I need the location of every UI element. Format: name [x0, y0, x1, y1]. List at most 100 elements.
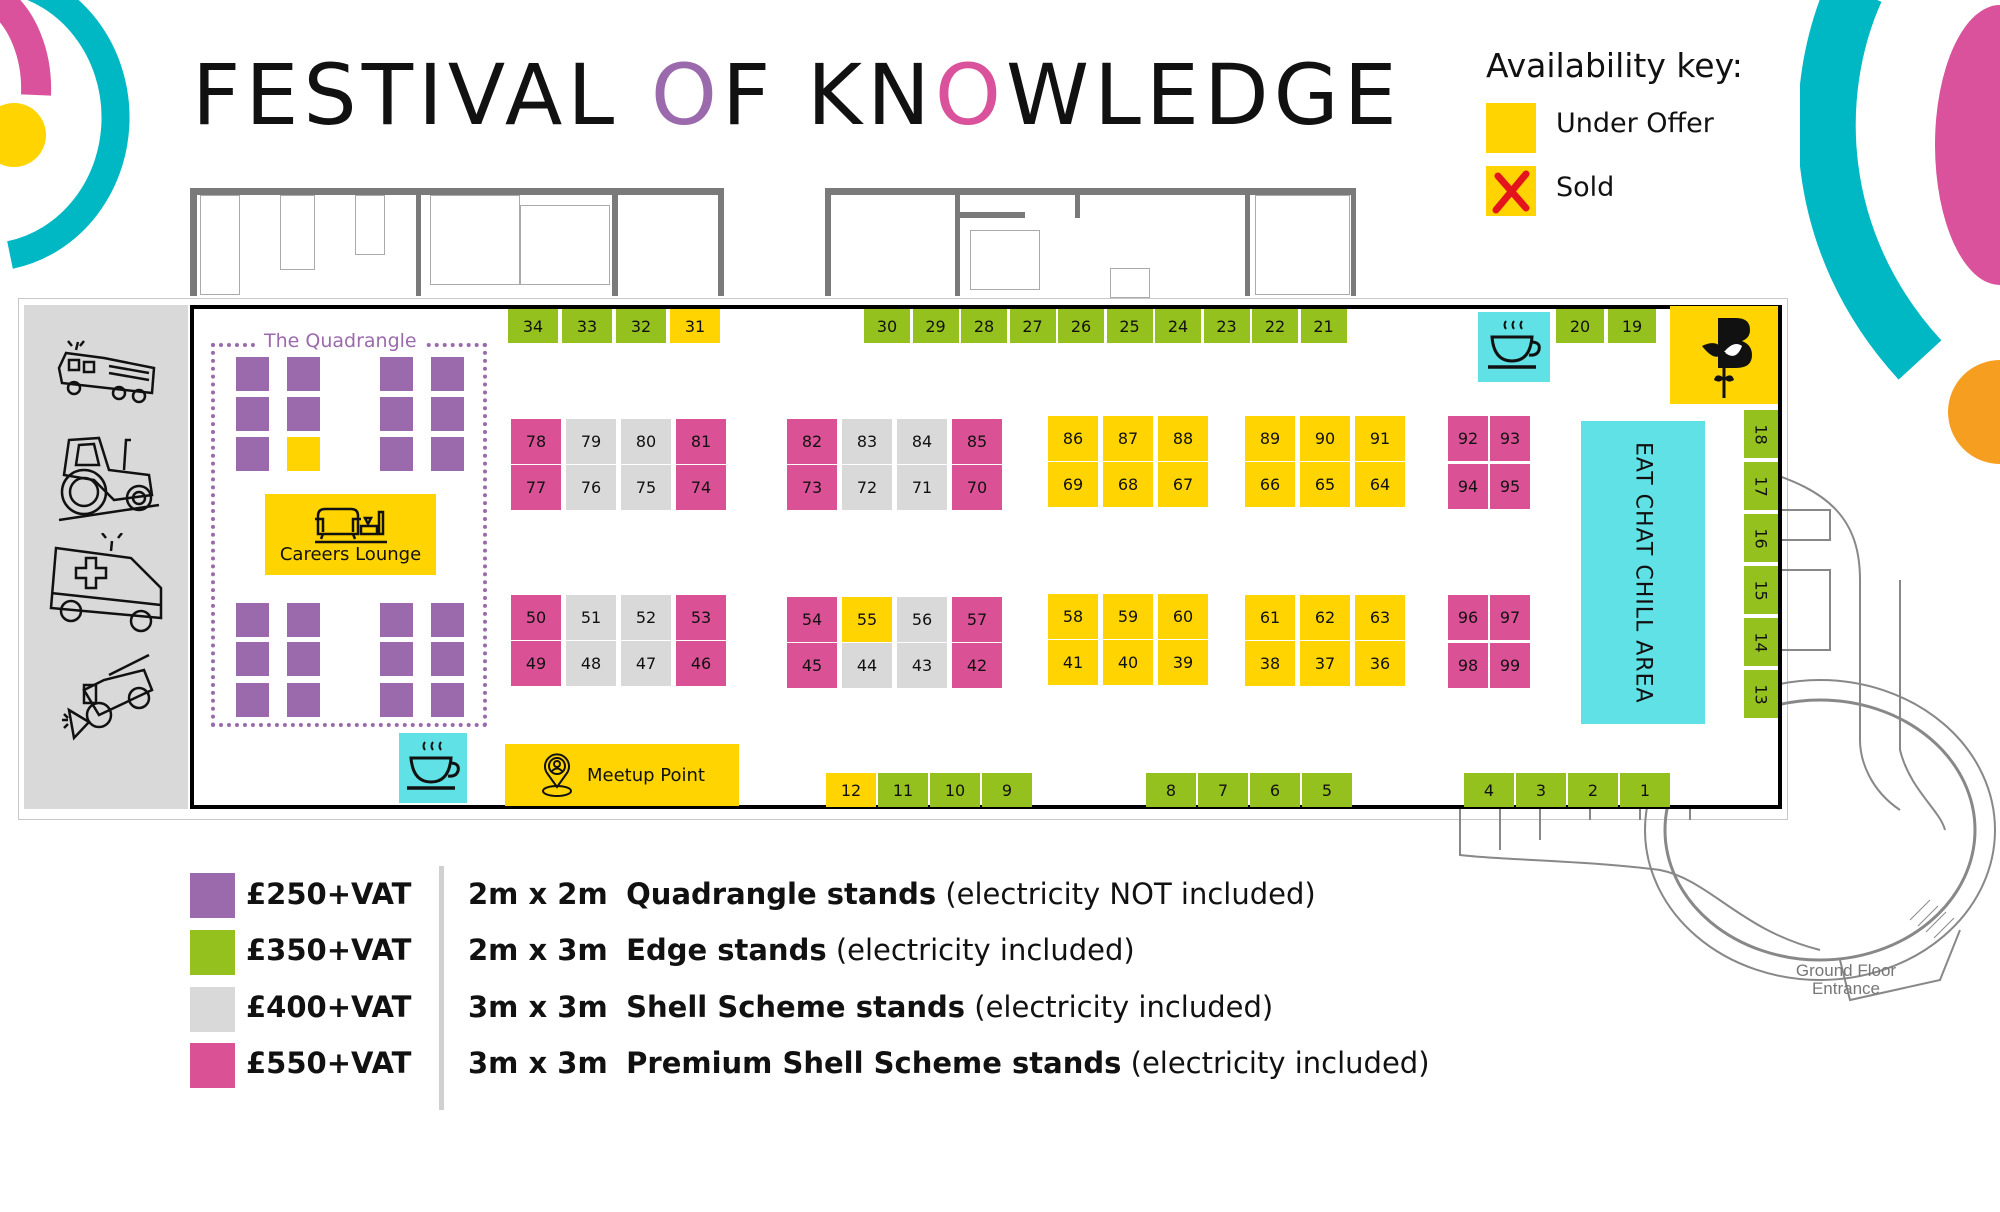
quadrangle-stand[interactable]	[380, 642, 413, 676]
quadrangle-stand[interactable]	[380, 397, 413, 431]
stand-68[interactable]: 68	[1103, 462, 1153, 507]
stand-46[interactable]: 46	[676, 641, 726, 686]
stand-70[interactable]: 70	[952, 465, 1002, 510]
stand-1[interactable]: 1	[1620, 773, 1670, 807]
stand-60[interactable]: 60	[1158, 594, 1208, 639]
stand-86[interactable]: 86	[1048, 416, 1098, 461]
stand-81[interactable]: 81	[676, 419, 726, 464]
stand-96[interactable]: 96	[1448, 595, 1488, 640]
stand-15[interactable]: 15	[1744, 566, 1778, 614]
stand-7[interactable]: 7	[1198, 773, 1248, 807]
stand-17[interactable]: 17	[1744, 462, 1778, 510]
quadrangle-stand[interactable]	[287, 603, 320, 637]
stand-83[interactable]: 83	[842, 419, 892, 464]
quadrangle-stand[interactable]	[431, 683, 464, 717]
stand-48[interactable]: 48	[566, 641, 616, 686]
quadrangle-stand[interactable]	[431, 437, 464, 471]
stand-79[interactable]: 79	[566, 419, 616, 464]
stand-16[interactable]: 16	[1744, 514, 1778, 562]
stand-57[interactable]: 57	[952, 597, 1002, 642]
stand-69[interactable]: 69	[1048, 462, 1098, 507]
stand-49[interactable]: 49	[511, 641, 561, 686]
stand-8[interactable]: 8	[1146, 773, 1196, 807]
stand-59[interactable]: 59	[1103, 594, 1153, 639]
stand-87[interactable]: 87	[1103, 416, 1153, 461]
quadrangle-stand[interactable]	[431, 642, 464, 676]
quadrangle-stand[interactable]	[380, 357, 413, 391]
stand-66[interactable]: 66	[1245, 462, 1295, 507]
stand-36[interactable]: 36	[1355, 641, 1405, 686]
stand-91[interactable]: 91	[1355, 416, 1405, 461]
eat-chat-chill-area[interactable]: EAT CHAT CHILL AREA	[1581, 421, 1705, 724]
quadrangle-stand[interactable]	[236, 437, 269, 471]
stand-76[interactable]: 76	[566, 465, 616, 510]
stand-71[interactable]: 71	[897, 465, 947, 510]
stand-41[interactable]: 41	[1048, 640, 1098, 685]
stand-90[interactable]: 90	[1300, 416, 1350, 461]
stand-12[interactable]: 12	[826, 773, 876, 807]
quadrangle-stand[interactable]	[431, 603, 464, 637]
quadrangle-stand[interactable]	[287, 357, 320, 391]
stand-11[interactable]: 11	[878, 773, 928, 807]
stand-28[interactable]: 28	[961, 309, 1007, 343]
quadrangle-stand[interactable]	[380, 683, 413, 717]
stand-34[interactable]: 34	[508, 309, 558, 343]
quadrangle-stand[interactable]	[431, 397, 464, 431]
meetup-point[interactable]: Meetup Point	[505, 744, 739, 806]
stand-24[interactable]: 24	[1155, 309, 1201, 343]
stand-50[interactable]: 50	[511, 595, 561, 640]
stand-95[interactable]: 95	[1490, 464, 1530, 509]
stand-33[interactable]: 33	[562, 309, 612, 343]
quadrangle-stand[interactable]	[236, 642, 269, 676]
stand-97[interactable]: 97	[1490, 595, 1530, 640]
stand-22[interactable]: 22	[1252, 309, 1298, 343]
stand-2[interactable]: 2	[1568, 773, 1618, 807]
stand-43[interactable]: 43	[897, 643, 947, 688]
stand-37[interactable]: 37	[1300, 641, 1350, 686]
stand-25[interactable]: 25	[1106, 309, 1153, 343]
careers-lounge[interactable]: Careers Lounge	[265, 494, 436, 575]
stand-62[interactable]: 62	[1300, 595, 1350, 640]
quadrangle-stand[interactable]	[380, 603, 413, 637]
stand-32[interactable]: 32	[616, 309, 666, 343]
coffee-point-right[interactable]	[1478, 312, 1550, 382]
stand-72[interactable]: 72	[842, 465, 892, 510]
stand-5[interactable]: 5	[1302, 773, 1352, 807]
stand-63[interactable]: 63	[1355, 595, 1405, 640]
stand-99[interactable]: 99	[1490, 643, 1530, 688]
stand-80[interactable]: 80	[621, 419, 671, 464]
stand-78[interactable]: 78	[511, 419, 561, 464]
stand-55[interactable]: 55	[842, 597, 892, 642]
quadrangle-stand[interactable]	[287, 397, 320, 431]
quadrangle-stand[interactable]	[236, 357, 269, 391]
quadrangle-stand[interactable]	[431, 357, 464, 391]
stand-40[interactable]: 40	[1103, 640, 1153, 685]
stand-75[interactable]: 75	[621, 465, 671, 510]
stand-92[interactable]: 92	[1448, 416, 1488, 461]
stand-10[interactable]: 10	[930, 773, 980, 807]
stand-56[interactable]: 56	[897, 597, 947, 642]
stand-21[interactable]: 21	[1300, 309, 1347, 343]
quadrangle-stand[interactable]	[380, 437, 413, 471]
stand-74[interactable]: 74	[676, 465, 726, 510]
stand-6[interactable]: 6	[1250, 773, 1300, 807]
stand-38[interactable]: 38	[1245, 641, 1295, 686]
stand-52[interactable]: 52	[621, 595, 671, 640]
stand-73[interactable]: 73	[787, 465, 837, 510]
stand-61[interactable]: 61	[1245, 595, 1295, 640]
stand-89[interactable]: 89	[1245, 416, 1295, 461]
stand-84[interactable]: 84	[897, 419, 947, 464]
stand-77[interactable]: 77	[511, 465, 561, 510]
stand-88[interactable]: 88	[1158, 416, 1208, 461]
stand-85[interactable]: 85	[952, 419, 1002, 464]
stand-31[interactable]: 31	[670, 309, 720, 343]
stand-19[interactable]: 19	[1608, 309, 1656, 343]
coffee-point-left[interactable]	[399, 733, 467, 803]
stand-94[interactable]: 94	[1448, 464, 1488, 509]
stand-93[interactable]: 93	[1490, 416, 1530, 461]
stand-47[interactable]: 47	[621, 641, 671, 686]
stand-20[interactable]: 20	[1556, 309, 1604, 343]
stand-23[interactable]: 23	[1203, 309, 1250, 343]
stand-14[interactable]: 14	[1744, 618, 1778, 666]
stand-42[interactable]: 42	[952, 643, 1002, 688]
